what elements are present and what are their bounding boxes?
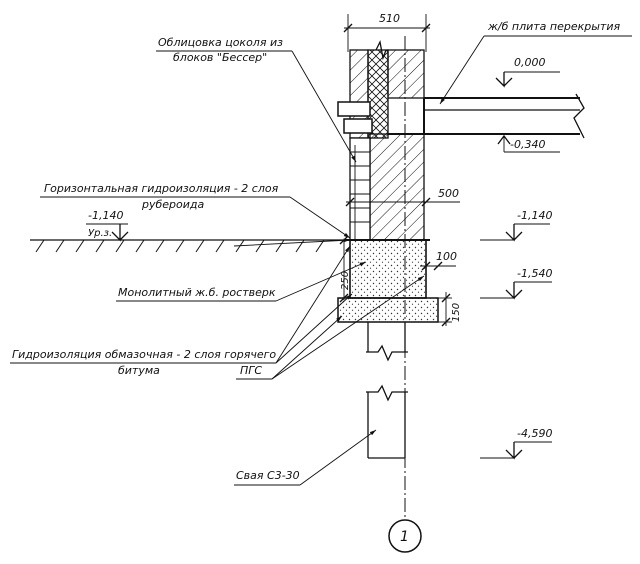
ground-tick	[295, 239, 305, 253]
ground-tick	[315, 239, 325, 253]
elevation-slab-bottom: -0,340	[497, 134, 560, 153]
label-cladding-line1: Облицовка цоколя из	[158, 36, 283, 49]
axis-mark: 1	[400, 529, 409, 545]
label-coating-line1: Гидроизоляция обмазочная - 2 слоя горяче…	[12, 348, 276, 361]
dimension-510-text: 510	[379, 12, 400, 25]
label-grillage: Монолитный ж.б. ростверк	[116, 261, 367, 302]
elevation-ground-left: -1,140 Ур.з.	[86, 209, 129, 242]
elevation-floor: 0,000	[495, 56, 560, 88]
ground-tick	[75, 239, 85, 253]
ground-tick	[135, 239, 145, 253]
ground-tick	[35, 239, 45, 253]
elevation-grillage-bottom: -1,540	[480, 267, 552, 300]
ground-tick	[55, 239, 65, 253]
ground-tick	[255, 239, 265, 253]
elevation-slab-bottom-text: -0,340	[510, 138, 545, 151]
elevation-ground-left-text: -1,140	[88, 209, 123, 222]
ground-tick	[195, 239, 205, 253]
ground-tick	[215, 239, 225, 253]
label-pile: Свая С3-30	[234, 429, 377, 486]
sand-gravel-bedding	[337, 297, 439, 323]
label-coating-line2: битума	[118, 364, 160, 377]
label-slab-text: ж/б плита перекрытия	[487, 20, 620, 33]
ground-level-label: Ур.з.	[88, 228, 112, 239]
dimension-500: 500	[345, 187, 460, 207]
dimension-510: 510	[343, 12, 431, 52]
ground-tick	[275, 239, 285, 253]
ground-tick	[95, 239, 105, 253]
ground-tick	[115, 239, 125, 253]
dimension-500-text: 500	[438, 187, 459, 200]
grillage	[346, 239, 430, 299]
dimension-100-text: 100	[436, 250, 457, 263]
ground-line	[30, 239, 350, 253]
dimension-150: 150	[438, 292, 462, 327]
elevation-ground-right: -1,140	[480, 209, 552, 242]
cornice-blocks	[337, 101, 373, 134]
plinth-section	[349, 133, 425, 241]
elevation-pile-tip: -4,590	[480, 427, 552, 460]
label-sand-gravel: ПГС	[236, 275, 425, 380]
elevation-floor-text: 0,000	[514, 56, 546, 69]
dimension-250-text: 250	[340, 271, 351, 290]
ground-tick	[175, 239, 185, 253]
label-coating-waterproofing: Гидроизоляция обмазочная - 2 слоя горяче…	[10, 245, 353, 377]
label-cladding-line2: блоков "Бессер"	[173, 51, 267, 64]
label-horizontal-waterproofing: Горизонтальная гидроизоляция - 2 слоя ру…	[40, 182, 351, 247]
elevation-ground-right-text: -1,140	[517, 209, 552, 222]
elevation-pile-tip-text: -4,590	[517, 427, 552, 440]
label-cladding: Облицовка цоколя из блоков "Бессер"	[156, 36, 357, 163]
axis-1: 1	[388, 36, 422, 553]
label-slab: ж/б плита перекрытия	[439, 20, 632, 105]
label-pile-text: Свая С3-30	[236, 469, 300, 482]
label-horiz-line1: Горизонтальная гидроизоляция - 2 слоя	[44, 182, 279, 195]
elevation-grillage-bottom-text: -1,540	[517, 267, 552, 280]
dimension-100: 100	[420, 250, 457, 271]
floor-slab	[388, 93, 585, 139]
ground-tick	[155, 239, 165, 253]
dimension-150-text: 150	[451, 303, 462, 322]
pile	[366, 322, 408, 459]
label-grillage-text: Монолитный ж.б. ростверк	[118, 286, 276, 299]
label-pgs-text: ПГС	[240, 364, 262, 377]
label-horiz-line2: рубероида	[141, 198, 205, 211]
